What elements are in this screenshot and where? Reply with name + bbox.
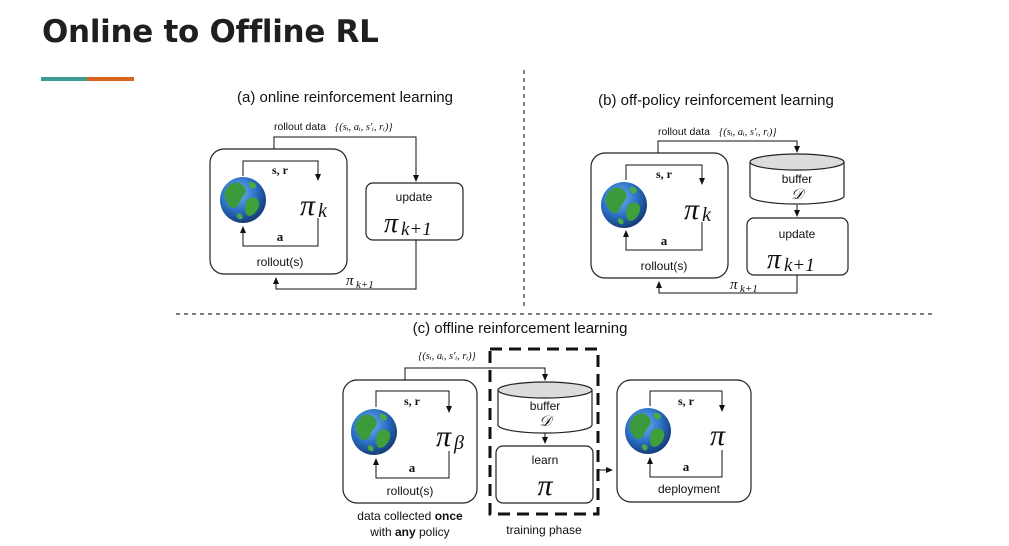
policy-return-arrow [656,275,798,294]
deployment-box [616,379,752,503]
action-label: a [409,460,416,475]
rollout-label: rollout(s) [387,484,434,498]
data-to-update-arrow [273,136,419,182]
rollout-data-label: rollout data [274,121,326,133]
transition-tuple: {(sᵢ, aᵢ, s′ᵢ, rᵢ)} [335,122,393,133]
panel-online-rl: (a) online reinforcement learning rollou… [209,89,464,291]
policy-symbol: π [436,420,452,453]
state-reward-label: s, r [272,163,289,177]
earth-icon [601,182,647,228]
data-to-buffer-arrow [404,367,548,381]
caption-online-rl: (a) online reinforcement learning [237,89,453,106]
update-policy-subscript: k+1 [784,255,815,276]
buffer-cylinder [749,153,845,205]
environment-box [209,148,348,275]
return-policy-symbol: π [346,273,354,289]
rollout-label: rollout(s) [641,259,688,273]
environment-box [342,379,478,504]
training-phase-box [488,347,600,516]
return-policy-symbol: π [730,277,738,293]
state-reward-label: s, r [404,394,421,408]
learn-box [495,445,594,504]
action-arrow [240,218,319,247]
deployed-policy-symbol: π [710,419,726,452]
update-label: update [779,227,816,241]
return-policy-subscript: k+1 [356,279,374,291]
policy-subscript: k [318,200,328,222]
earth-icon [625,408,671,454]
update-policy-symbol: π [384,208,399,239]
policy-return-arrow [273,240,417,290]
state-reward-arrow [375,390,452,413]
note-with-any-policy: with any policy [369,525,449,539]
deployment-label: deployment [658,482,721,496]
panel-offline-rl: (c) offline reinforcement learning {(sᵢ,… [342,320,752,539]
environment-box [590,152,729,279]
policy-subscript: β [453,432,464,454]
update-box [365,182,464,241]
buffer-symbol: 𝒟 [539,414,554,430]
slide-title: Online to Offline RL [42,14,379,50]
action-label: a [661,233,668,248]
state-reward-arrow [625,164,705,185]
caption-off-policy-rl: (b) off-policy reinforcement learning [598,92,834,109]
update-policy-subscript: k+1 [401,219,432,240]
state-reward-label: s, r [678,394,695,408]
data-to-buffer-arrow [657,140,800,153]
rollout-data-label: rollout data [658,126,710,138]
state-reward-label: s, r [656,167,673,181]
rollout-label: rollout(s) [257,255,304,269]
update-policy-symbol: π [767,244,782,275]
policy-symbol: π [300,189,316,222]
transition-tuple: {(sᵢ, aᵢ, s′ᵢ, rᵢ)} [418,351,476,362]
return-policy-subscript: k+1 [740,283,758,295]
state-reward-arrow [242,160,321,181]
action-label: a [277,229,284,244]
state-reward-arrow [649,390,725,412]
training-phase-label: training phase [506,523,582,537]
buffer-symbol: 𝒟 [791,187,806,203]
learned-policy-symbol: π [537,469,553,502]
earth-icon [351,409,397,455]
title-accent-orange [87,77,134,81]
note-data-collected-once: data collected once [357,509,463,523]
update-label: update [396,190,433,204]
action-arrow [623,222,703,251]
transition-tuple: {(sᵢ, aᵢ, s′ᵢ, rᵢ)} [719,127,777,138]
caption-offline-rl: (c) offline reinforcement learning [413,320,628,337]
policy-subscript: k [702,204,712,226]
action-arrow [647,450,723,478]
policy-symbol: π [684,193,700,226]
action-arrow [373,451,450,479]
buffer-label: buffer [782,172,812,186]
earth-icon [220,177,266,223]
panel-off-policy-rl: (b) off-policy reinforcement learning ro… [590,92,849,295]
title-accent-teal [41,77,87,81]
learn-label: learn [532,453,559,467]
action-label: a [683,459,690,474]
buffer-label: buffer [530,399,560,413]
